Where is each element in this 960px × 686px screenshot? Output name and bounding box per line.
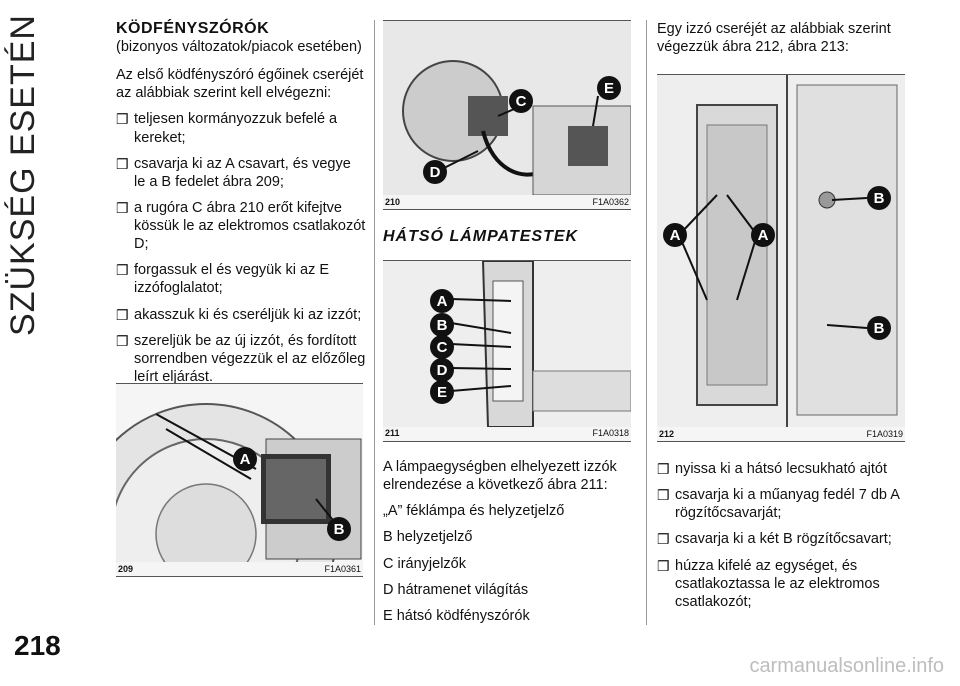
rear-lamp-illustration	[383, 261, 631, 427]
figure-210: C D E 210 F1A0362	[383, 20, 631, 210]
figure-code: F1A0361	[324, 564, 361, 574]
bulb-change-intro: Egy izzó cseréjét az alábbiak szerint vé…	[657, 21, 891, 56]
figure-number: 212	[659, 429, 675, 439]
figure-number: 209	[118, 564, 134, 574]
lamp-item: B helyzetjelző	[383, 529, 473, 546]
label-d: D	[430, 358, 454, 382]
label-c: C	[509, 89, 533, 113]
figure-211: A B C D E 211 F1A0318	[383, 260, 631, 442]
bullet-item: ❒csavarja ki a két B rögzítőcsavart;	[657, 531, 892, 548]
label-e: E	[597, 76, 621, 100]
watermark: carmanualsonline.info	[749, 655, 944, 677]
label-a: A	[751, 223, 775, 247]
label-a: A	[430, 289, 454, 313]
label-a: A	[233, 447, 257, 471]
bulb-change-bullets: ❒nyissa ki a hátsó lecsukható ajtót ❒csa…	[657, 460, 907, 619]
checkbox-icon: ❒	[116, 199, 129, 216]
page-number: 218	[14, 630, 61, 661]
rear-door-panel-illustration	[657, 75, 905, 427]
figure-number: 210	[385, 197, 401, 207]
label-c: C	[430, 335, 454, 359]
rear-lamp-intro: A lámpaegységben elhelyezett izzók elren…	[383, 459, 617, 494]
fog-lamp-connector-illustration	[383, 21, 631, 195]
checkbox-icon: ❒	[657, 461, 670, 477]
side-section-title: SZÜKSÉG ESETÉN	[4, 14, 42, 336]
label-a: A	[663, 223, 687, 247]
checkbox-icon: ❒	[657, 487, 670, 504]
label-b: B	[867, 316, 891, 340]
bullet-item: ❒szereljük be az új izzót, és fordított …	[116, 332, 366, 385]
bullet-item: ❒nyissa ki a hátsó lecsukható ajtót	[657, 461, 887, 477]
bullet-item: ❒csavarja ki az A csavart, és vegye le a…	[116, 155, 351, 190]
rear-lamp-text: A lámpaegységben elhelyezett izzók elren…	[383, 458, 631, 633]
fog-lamp-subheading: (bizonyos változatok/piacok esetében)	[116, 39, 362, 55]
figure-209: A B 209 F1A0361	[116, 383, 363, 577]
bullet-item: ❒húzza kifelé az egységet, és csatlakozt…	[657, 557, 880, 610]
checkbox-icon: ❒	[657, 557, 670, 574]
bullet-item: ❒akasszuk ki és cseréljük ki az izzót;	[116, 306, 362, 323]
figure-212: A A B B 212 F1A0319	[657, 74, 905, 442]
figure-code: F1A0362	[592, 197, 629, 207]
bullet-item: ❒forgassuk el és vegyük ki az E izzófogl…	[116, 262, 330, 297]
bullet-item: ❒a rugóra C ábra 210 erőt kifejtve kössü…	[116, 199, 366, 253]
bullet-item: ❒csavarja ki a műanyag fedél 7 db A rögz…	[657, 487, 900, 522]
wheel-illustration	[116, 403, 362, 562]
fog-lamp-heading: KÖDFÉNYSZÓRÓK	[116, 20, 270, 37]
rear-lamp-heading: HÁTSÓ LÁMPATESTEK	[383, 228, 579, 245]
column-divider	[646, 20, 647, 625]
checkbox-icon: ❒	[116, 262, 129, 279]
label-b: B	[430, 313, 454, 337]
checkbox-icon: ❒	[116, 306, 129, 323]
checkbox-icon: ❒	[116, 111, 129, 128]
lamp-item: D hátramenet világítás	[383, 581, 529, 598]
lamp-item: E hátsó ködfényszórók	[383, 607, 530, 624]
fog-lamp-intro: Az első ködfényszóró égőinek cseréjét az…	[116, 67, 364, 102]
label-d: D	[423, 160, 447, 184]
bullet-item: ❒teljesen kormányozzuk befelé a kereket;	[116, 111, 338, 146]
label-b: B	[327, 517, 351, 541]
lamp-item: „A” féklámpa és helyzetjelző	[383, 503, 565, 520]
label-b: B	[867, 186, 891, 210]
column-divider	[374, 20, 375, 625]
figure-code: F1A0319	[866, 429, 903, 439]
figure-code: F1A0318	[592, 428, 629, 438]
column-1: KÖDFÉNYSZÓRÓK (bizonyos változatok/piaco…	[116, 20, 366, 394]
label-e: E	[430, 380, 454, 404]
checkbox-icon: ❒	[116, 332, 129, 349]
figure-number: 211	[385, 428, 400, 438]
column-3: Egy izzó cseréjét az alábbiak szerint vé…	[657, 20, 907, 64]
lamp-item: C irányjelzők	[383, 555, 466, 572]
fog-lamp-bullets: ❒teljesen kormányozzuk befelé a kereket;…	[116, 110, 366, 386]
checkbox-icon: ❒	[657, 531, 670, 548]
checkbox-icon: ❒	[116, 155, 129, 172]
